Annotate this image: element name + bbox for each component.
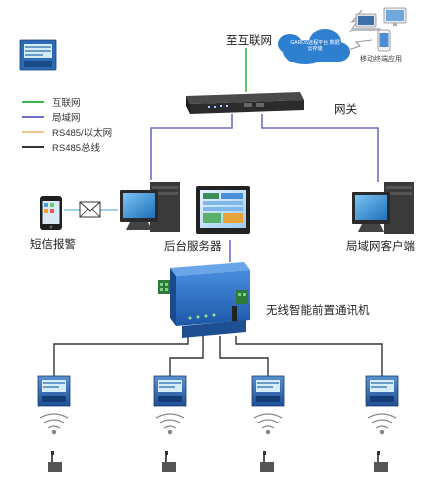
monitor-icon: [383, 7, 407, 26]
wireless-signal-icon: [253, 413, 283, 435]
power-meter-icon: [19, 39, 57, 71]
envelope-icon: [79, 201, 101, 218]
antenna-group: [48, 451, 388, 472]
wireless-signal-icon: [39, 413, 69, 435]
smartphone-icon: [40, 196, 62, 230]
power-meter-icon: [365, 375, 399, 407]
touch-panel-icon: [196, 186, 250, 234]
meter-group: [37, 375, 399, 407]
legend-label: RS485总线: [52, 143, 101, 154]
legend-item-internet: 互联网: [22, 96, 81, 109]
antenna-icon: [162, 451, 176, 472]
smartphone-icon: [377, 29, 391, 52]
network-switch-icon: [186, 92, 304, 114]
internet-label: 至互联网: [226, 35, 272, 47]
antenna-icon: [374, 451, 388, 472]
power-meter-icon: [153, 375, 187, 407]
legend-swatch-rs485-bus: [22, 146, 44, 148]
gateway-label: 网关: [334, 104, 357, 116]
power-meter-icon: [37, 375, 71, 407]
legend-item-rs485-ethernet: RS485/以太网: [22, 126, 113, 139]
legend-label: 局域网: [52, 113, 81, 124]
desktop-computer-icon: [120, 182, 180, 232]
wireless-signal-group: [39, 413, 397, 435]
power-meter-icon: [251, 375, 285, 407]
desktop-computer-icon: [352, 182, 414, 234]
laptop-icon: [350, 13, 382, 31]
cloud-icon: [278, 29, 350, 64]
legend-label: 互联网: [52, 98, 81, 109]
gprs-device-label: 无线智能前置通讯机: [266, 305, 370, 317]
antenna-icon: [260, 451, 274, 472]
wireless-signal-icon: [367, 413, 397, 435]
legend-item-lan: 局域网: [22, 111, 81, 124]
wireless-signal-icon: [155, 413, 185, 435]
rs485-bus: [53, 336, 383, 378]
gprs-communicator-icon: [158, 262, 250, 338]
lan-client-label: 局域网客户端: [346, 241, 415, 253]
legend-swatch-lan: [22, 116, 44, 118]
mobile-app-label: 移动终端应用: [360, 56, 402, 63]
server-label: 后台服务器: [164, 241, 222, 253]
sms-alarm-label: 短信报警: [30, 239, 76, 251]
legend-item-rs485-bus: RS485总线: [22, 141, 101, 154]
legend-swatch-internet: [22, 101, 44, 103]
legend-label: RS485/以太网: [52, 128, 113, 139]
antenna-icon: [48, 451, 62, 472]
cloud-label: GARDS远程平台 数据云存储: [290, 40, 340, 52]
lan-links: [150, 114, 379, 262]
legend-swatch-rs485-ethernet: [22, 131, 44, 133]
